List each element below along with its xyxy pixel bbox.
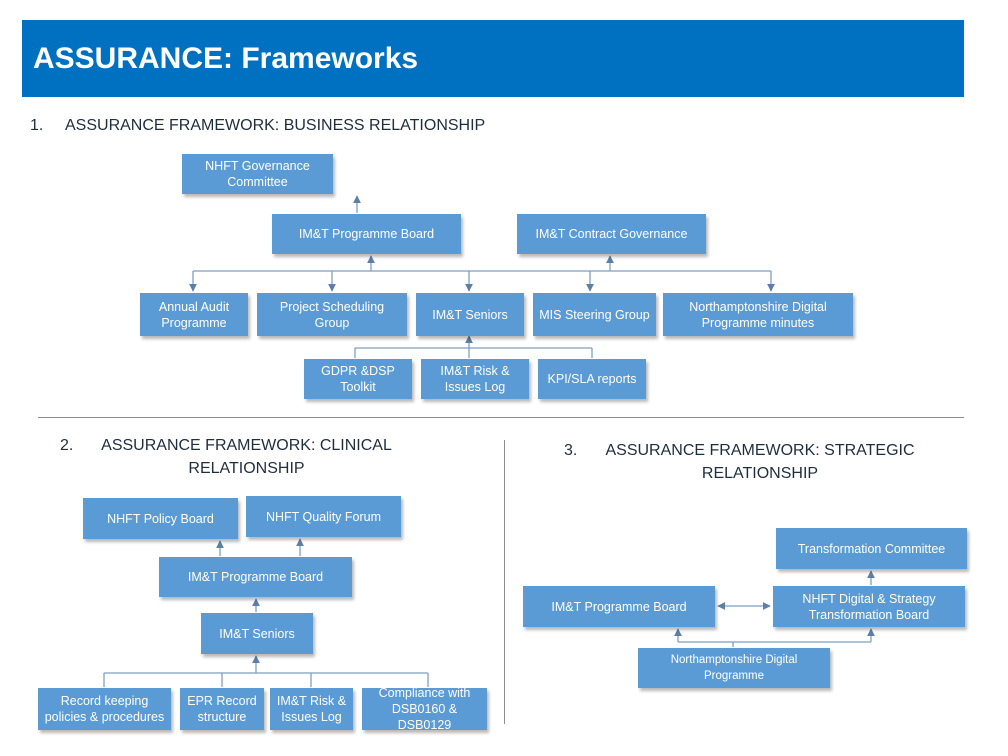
- box-mis-steering: MIS Steering Group: [533, 293, 656, 336]
- section1-title: ASSURANCE FRAMEWORK: BUSINESS RELATIONSH…: [65, 117, 486, 134]
- box-label: IM&T Risk & Issues Log: [276, 694, 347, 724]
- box-governance-committee: NHFT Governance Committee: [182, 154, 333, 194]
- box-digital-strategy-board: NHFT Digital & Strategy Transformation B…: [773, 586, 965, 627]
- box-annual-audit: Annual Audit Programme: [140, 293, 248, 336]
- box-label: KPI/SLA reports: [547, 372, 637, 386]
- box-compliance: Compliance with DSB0160 & DSB0129: [362, 686, 487, 732]
- box-label: Transformation Committee: [797, 541, 946, 556]
- box-kpi: KPI/SLA reports: [538, 359, 646, 399]
- box-label: IM&T Programme Board: [551, 599, 687, 614]
- box-label: NHFT Policy Board: [107, 511, 214, 526]
- section3-title: ASSURANCE FRAMEWORK: STRATEGIC RELATIONS…: [605, 442, 915, 482]
- box-transformation-committee: Transformation Committee: [776, 528, 967, 569]
- box-s2-programme-board: IM&T Programme Board: [159, 557, 352, 597]
- box-label: GDPR &DSP Toolkit: [321, 364, 395, 394]
- page-title: ASSURANCE: Frameworks: [33, 42, 419, 75]
- box-label: Annual Audit Programme: [158, 299, 230, 330]
- box-label: NHFT Digital & Strategy Transformation B…: [802, 591, 936, 622]
- box-quality-forum: NHFT Quality Forum: [246, 496, 401, 537]
- section1-number: 1.: [30, 117, 44, 134]
- box-contract-governance: IM&T Contract Governance: [517, 214, 706, 254]
- box-label: Record keeping policies & procedures: [44, 694, 165, 724]
- box-label: NHFT Governance Committee: [205, 159, 310, 189]
- box-programme-board: IM&T Programme Board: [272, 214, 461, 254]
- section-divider-horizontal: [38, 417, 964, 418]
- box-label: IM&T Programme Board: [298, 227, 435, 241]
- box-s2-seniors: IM&T Seniors: [201, 613, 313, 654]
- box-gdpr: GDPR &DSP Toolkit: [304, 359, 412, 399]
- header-banner: ASSURANCE: Frameworks: [22, 20, 964, 97]
- box-label: IM&T Programme Board: [187, 570, 324, 584]
- box-seniors: IM&T Seniors: [416, 293, 524, 336]
- box-label: Northamptonshire Digital Programme minut…: [689, 299, 827, 330]
- section2-number: 2.: [60, 437, 74, 454]
- box-s2-risk-log: IM&T Risk & Issues Log: [270, 688, 353, 730]
- box-label: IM&T Seniors: [432, 307, 508, 322]
- section-divider-vertical: [504, 440, 505, 724]
- box-label: NHFT Quality Forum: [265, 509, 382, 524]
- section3-number: 3.: [564, 442, 578, 459]
- box-policy-board: NHFT Policy Board: [83, 498, 238, 539]
- box-record-keeping: Record keeping policies & procedures: [38, 688, 171, 730]
- box-label: Compliance with DSB0160 & DSB0129: [378, 686, 471, 732]
- box-label: Project Scheduling Group: [279, 299, 385, 330]
- box-northants-programme: Northamptonshire Digital Programme: [638, 648, 830, 688]
- box-label: IM&T Contract Governance: [535, 227, 688, 241]
- box-risk-log: IM&T Risk & Issues Log: [421, 359, 529, 399]
- section2-title: ASSURANCE FRAMEWORK: CLINICAL RELATIONSH…: [101, 437, 392, 477]
- box-label: Northamptonshire Digital Programme: [670, 654, 798, 682]
- box-label: IM&T Seniors: [219, 626, 295, 641]
- box-s3-programme-board: IM&T Programme Board: [523, 586, 715, 627]
- box-label: EPR Record structure: [187, 694, 257, 724]
- box-epr: EPR Record structure: [180, 688, 264, 730]
- box-label: MIS Steering Group: [539, 307, 650, 322]
- box-project-scheduling: Project Scheduling Group: [257, 293, 407, 336]
- box-northants-minutes: Northamptonshire Digital Programme minut…: [663, 293, 853, 336]
- box-label: IM&T Risk & Issues Log: [440, 364, 510, 394]
